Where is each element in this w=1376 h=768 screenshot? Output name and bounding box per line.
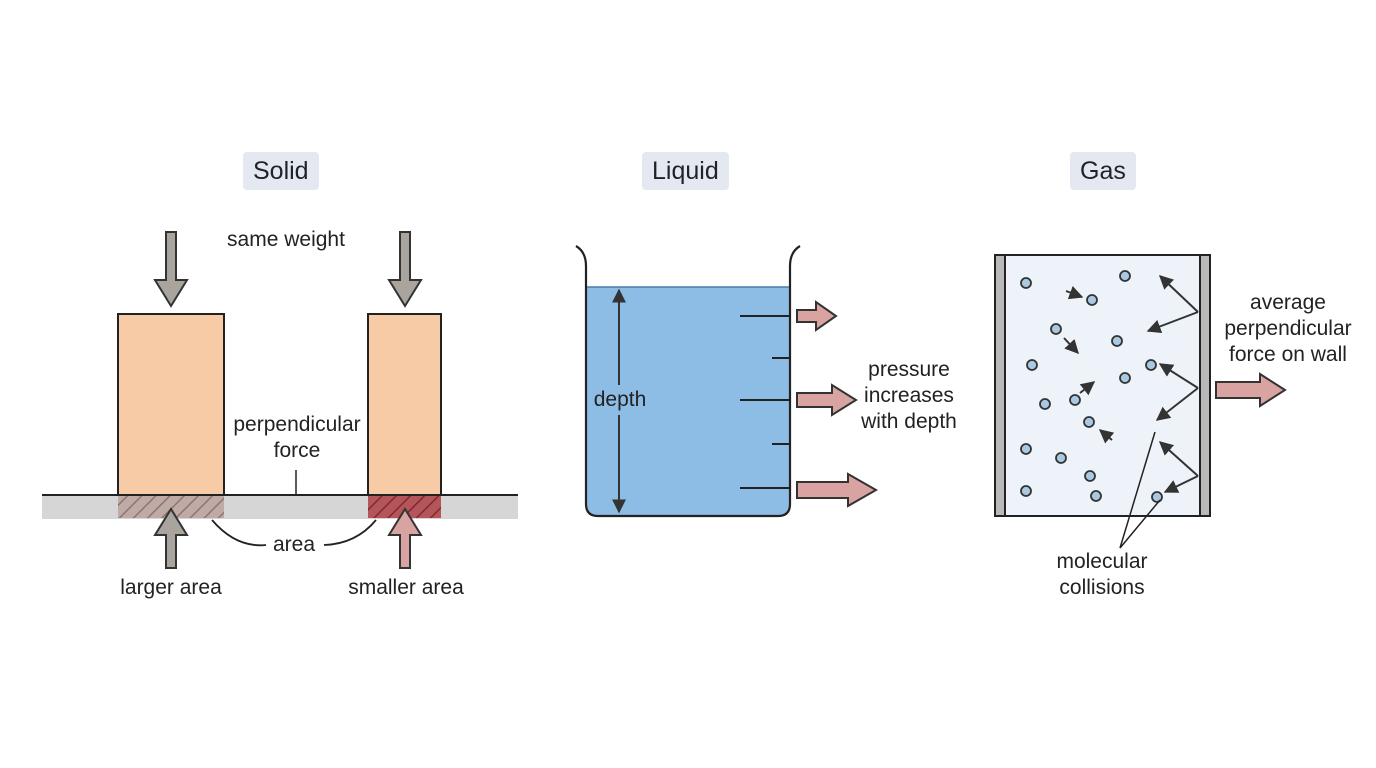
molecule <box>1020 443 1032 455</box>
molecule <box>1090 490 1102 502</box>
wall-force-arrow <box>1215 372 1287 408</box>
molecule <box>1083 416 1095 428</box>
title-solid: Solid <box>243 152 319 190</box>
same-weight-label: same weight <box>227 228 345 251</box>
pressure-increases-label: pressure increases with depth <box>861 358 957 433</box>
pressure-arrow-shallow <box>796 300 838 332</box>
motion-arrow <box>1079 381 1096 396</box>
motion-arrow <box>1098 429 1115 444</box>
pressure-arrow-middle <box>796 383 858 417</box>
collision-arrows <box>1146 275 1199 493</box>
normal-force-arrow-left <box>153 507 189 569</box>
collision-arrow <box>1155 387 1199 421</box>
molecule <box>1084 470 1096 482</box>
depth-label-bg <box>589 385 651 415</box>
weight-arrow-right <box>387 231 423 308</box>
area-leader-left <box>211 519 267 547</box>
title-gas: Gas <box>1070 152 1136 190</box>
area-leader-right <box>323 519 377 546</box>
solid-panel <box>42 231 518 569</box>
ground-surface <box>42 495 518 519</box>
collision-arrow <box>1158 441 1199 477</box>
larger-contact-area <box>118 496 224 518</box>
molecule <box>1020 277 1032 289</box>
pressure-arrow-deep <box>796 472 879 508</box>
narrow-block <box>367 313 442 496</box>
molecule <box>1020 485 1032 497</box>
wall-force-label: average perpendicular force on wall <box>1224 291 1352 366</box>
molecule <box>1151 491 1163 503</box>
molecule <box>1086 294 1098 306</box>
collision-arrow <box>1163 475 1199 493</box>
molecule <box>1145 359 1157 371</box>
collisions-leader-1 <box>1119 431 1156 549</box>
molecule <box>1050 323 1062 335</box>
motion-arrow <box>1063 337 1079 355</box>
title-liquid: Liquid <box>642 152 729 190</box>
liquid-fill <box>587 287 789 516</box>
molecules <box>1020 270 1163 503</box>
collision-arrow <box>1158 275 1199 313</box>
smaller-contact-area <box>368 496 441 518</box>
collision-arrow <box>1158 363 1199 389</box>
depth-label: depth <box>593 388 647 411</box>
area-label: area <box>272 533 316 556</box>
right-wall <box>1199 254 1211 517</box>
gas-container <box>994 254 1211 517</box>
perpendicular-force-label: perpendicular force <box>233 413 361 462</box>
molecule <box>1039 398 1051 410</box>
molecule <box>1069 394 1081 406</box>
molecule <box>1026 359 1038 371</box>
molecule <box>1119 372 1131 384</box>
collisions-leader-2 <box>1119 499 1161 549</box>
normal-force-arrow-right <box>387 507 423 569</box>
motion-arrows <box>1063 286 1115 444</box>
molecule <box>1119 270 1131 282</box>
molecule <box>1111 335 1123 347</box>
molecular-collisions-label: molecular collisions <box>1056 550 1148 599</box>
left-wall <box>994 254 1006 517</box>
larger-area-label: larger area <box>120 576 222 599</box>
molecule <box>1055 452 1067 464</box>
liquid-panel <box>575 245 879 518</box>
smaller-area-label: smaller area <box>348 576 464 599</box>
gas-panel <box>994 254 1287 549</box>
motion-arrow <box>1065 286 1084 300</box>
collision-arrow <box>1146 311 1199 334</box>
weight-arrow-left <box>153 231 189 308</box>
beaker <box>575 245 801 518</box>
wide-block <box>117 313 225 496</box>
